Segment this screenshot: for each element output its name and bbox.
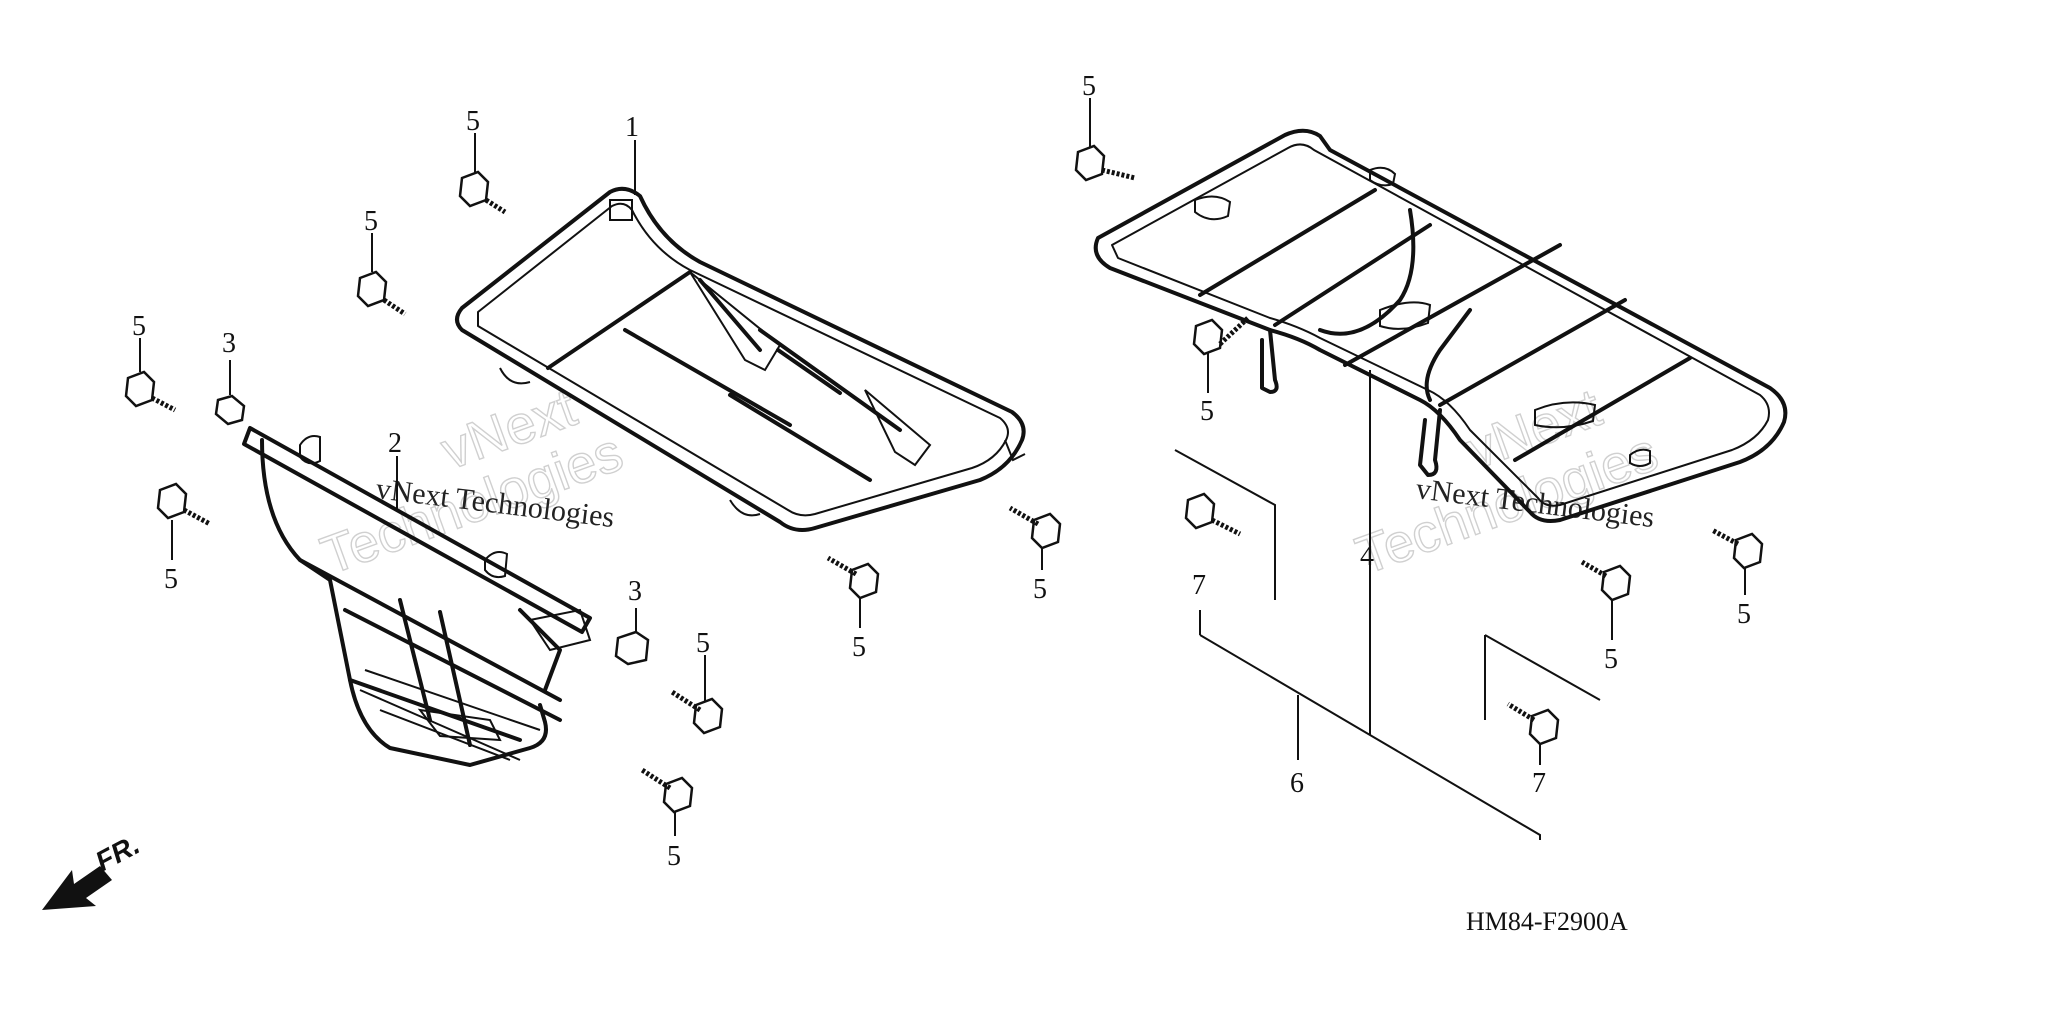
bolt-5-d	[156, 482, 212, 560]
watermark-right: vNext Technologies vNext Technologies	[1348, 377, 1666, 587]
callout-5-h: 5	[1033, 574, 1047, 605]
bolt-7-a	[1184, 492, 1242, 537]
callout-4: 4	[1360, 541, 1374, 572]
callout-3-b: 3	[628, 576, 642, 607]
bolt-5-j	[1192, 316, 1250, 392]
callout-5-f: 5	[667, 841, 681, 872]
callout-5-c: 5	[132, 311, 146, 342]
callout-5-j: 5	[1200, 396, 1214, 427]
diagram-code: HM84-F2900A	[1466, 907, 1628, 936]
phantom-line-left	[1174, 449, 1276, 600]
callout-5-k: 5	[1604, 644, 1618, 675]
bolt-5-b	[356, 233, 407, 317]
bolt-5-g	[826, 555, 880, 628]
collar-3-a	[214, 360, 246, 426]
bolt-5-i	[1074, 98, 1136, 182]
callout-5-a: 5	[466, 106, 480, 137]
front-arrow-icon	[42, 866, 112, 910]
bolt-5-k	[1580, 559, 1632, 640]
front-direction-indicator: FR.	[42, 829, 145, 910]
rear-carrier	[1093, 128, 1788, 523]
bolt-5-c	[124, 338, 177, 413]
bolt-7-b	[1506, 701, 1560, 765]
leader-6-7-bracket	[1199, 634, 1541, 840]
callout-5-i: 5	[1082, 71, 1096, 102]
phantom-line-right	[1484, 634, 1601, 720]
callout-6: 6	[1290, 768, 1304, 799]
watermark-left: vNext Technologies vNext Technologies	[313, 377, 631, 587]
callout-5-l: 5	[1737, 599, 1751, 630]
callout-1: 1	[625, 112, 639, 143]
callout-5-g: 5	[852, 632, 866, 663]
callout-5-d: 5	[164, 564, 178, 595]
bolt-5-f	[640, 767, 694, 836]
callout-5-e: 5	[696, 628, 710, 659]
bolt-5-h	[1008, 505, 1062, 570]
callout-2: 2	[388, 428, 402, 459]
callout-3-a: 3	[222, 328, 236, 359]
bolt-5-l	[1710, 527, 1764, 595]
callout-5-b: 5	[364, 206, 378, 237]
callout-7-a: 7	[1192, 570, 1206, 601]
collar-3-b	[614, 608, 650, 666]
callout-7-b: 7	[1532, 768, 1546, 799]
front-guard	[242, 426, 592, 767]
bolt-5-e	[670, 655, 724, 735]
bolt-5-a	[458, 133, 507, 215]
front-carrier	[455, 186, 1026, 532]
